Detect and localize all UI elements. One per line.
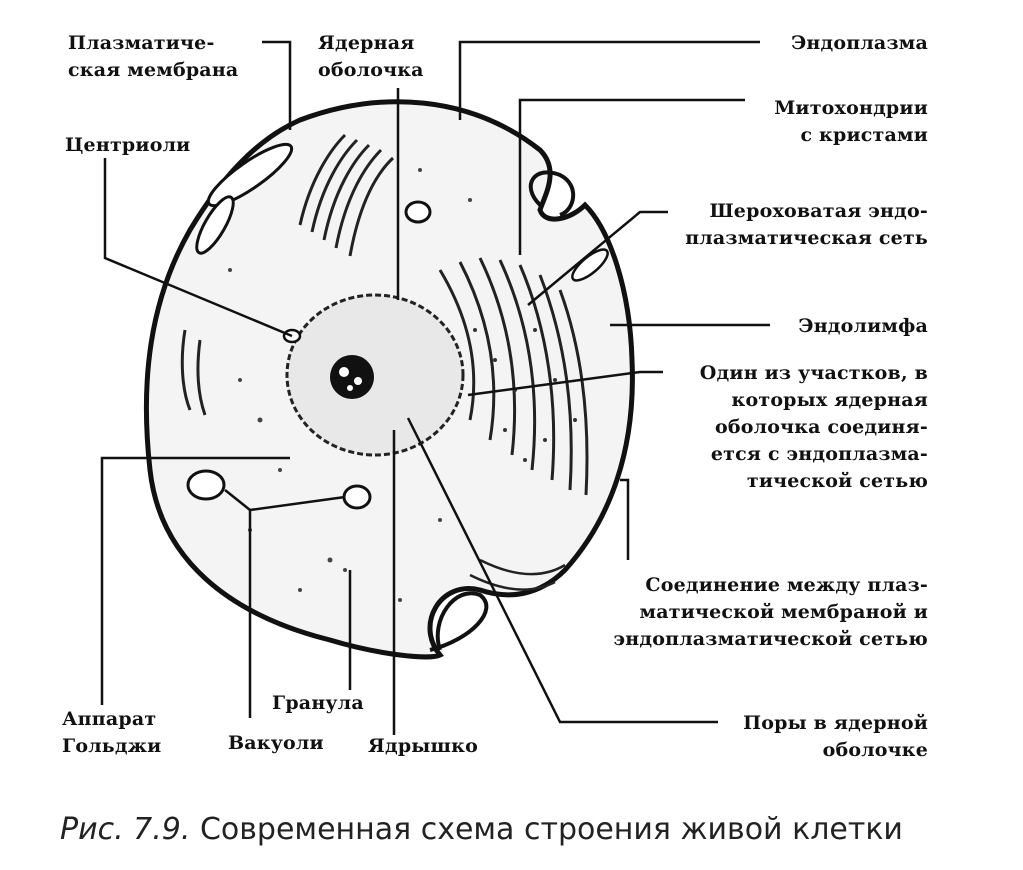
label-granule: Гранула — [272, 692, 364, 714]
golgi-stack — [298, 133, 395, 257]
caption-text: Современная схема строения живой клетки — [199, 812, 903, 847]
label-mitochondria: Митохондрии с кристами — [774, 97, 928, 146]
mitochondrion-1 — [206, 142, 294, 208]
vacuole-1 — [186, 469, 226, 501]
leader-lines — [100, 40, 770, 735]
label-nucleolus: Ядрышко — [368, 735, 478, 757]
label-plasma-membrane: Плазматиче- ская мембрана — [68, 32, 239, 81]
figure-caption: Рис. 7.9. Современная схема строения жив… — [60, 812, 960, 847]
nucleus — [285, 293, 465, 457]
label-nuclear-envelope: Ядерная оболочка — [318, 32, 424, 81]
label-nuclear-pores: Поры в ядерной оболочке — [743, 712, 928, 761]
mitochondrion-2 — [195, 195, 235, 255]
label-centrioles: Центриоли — [65, 134, 191, 156]
rough-er — [438, 257, 589, 496]
label-vacuoles: Вакуоли — [228, 732, 324, 754]
label-endoplasm: Эндоплазма — [791, 32, 928, 54]
membrane-fold-bottom — [429, 591, 489, 652]
vacuole-3 — [404, 200, 432, 224]
label-golgi: Аппарат Гольджи — [62, 708, 162, 757]
label-er-nuclear-junction: Один из участков, в которых ядерная обол… — [699, 362, 928, 492]
nucleolus — [330, 355, 374, 399]
figure-number: Рис. 7.9. — [60, 812, 191, 847]
label-membrane-er-junction: Соединение между плаз- матической мембра… — [613, 574, 928, 650]
label-rough-er: Шероховатая эндо- плазматическая сеть — [685, 200, 928, 249]
label-endolymph: Эндолимфа — [798, 315, 928, 337]
membrane-fold-top — [528, 170, 576, 217]
